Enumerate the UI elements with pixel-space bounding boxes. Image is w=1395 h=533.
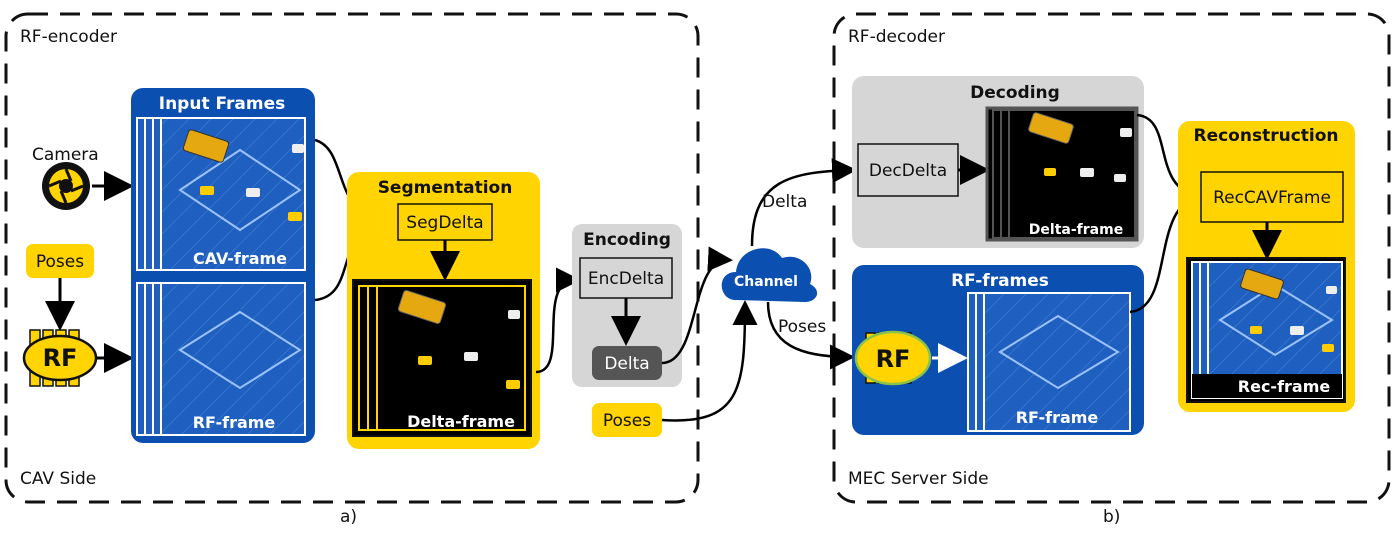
poses-input-label: Poses bbox=[36, 252, 84, 272]
delta-frame-stack-decoder bbox=[985, 106, 1139, 242]
cav-frame-label: CAV-frame bbox=[193, 249, 287, 268]
channel-to-rf-arrow bbox=[766, 301, 855, 370]
poses-output-label: Poses bbox=[603, 411, 651, 431]
decoder-panel-label: b) bbox=[1103, 507, 1120, 527]
encoder-panel bbox=[4, 12, 700, 504]
rf-frame-label-encoder: RF-frame bbox=[193, 413, 276, 432]
delta-frame-label-encoder: Delta-frame bbox=[407, 412, 515, 431]
delta-frame-stack-encoder bbox=[352, 279, 532, 437]
encdelta-label: EncDelta bbox=[588, 269, 664, 289]
channel-cloud-icon bbox=[721, 248, 818, 302]
rf-frame-label-decoder: RF-frame bbox=[1016, 408, 1099, 427]
rf-node-icon bbox=[22, 329, 98, 387]
camera-label: Camera bbox=[32, 145, 99, 165]
channel-label: Channel bbox=[734, 274, 798, 290]
reccavframe-box bbox=[1200, 171, 1344, 223]
segmentation-to-encdelta-arrow bbox=[535, 267, 581, 374]
rf-node-label: RF bbox=[43, 344, 78, 372]
input-frames-title: Input Frames bbox=[159, 94, 286, 114]
segmentation-title: Segmentation bbox=[378, 178, 513, 198]
encoding-title: Encoding bbox=[583, 230, 671, 250]
decoding-title: Decoding bbox=[970, 83, 1060, 103]
reccavframe-label: RecCAVFrame bbox=[1213, 188, 1331, 208]
decdelta-label: DecDelta bbox=[869, 161, 947, 181]
decoder-side-label: MEC Server Side bbox=[848, 469, 989, 489]
rf-frame-stack-encoder bbox=[136, 282, 306, 436]
channel-to-decdelta-arrow bbox=[750, 158, 857, 247]
poses-edge-label: Poses bbox=[778, 317, 826, 337]
delta-output-box bbox=[592, 346, 662, 380]
rec-frame-label: Rec-frame bbox=[1238, 377, 1331, 396]
encoder-title: RF-encoder bbox=[20, 27, 117, 47]
poses-to-channel-arrow bbox=[661, 300, 758, 422]
rf-node-decoder-icon bbox=[854, 330, 932, 386]
segdelta-label: SegDelta bbox=[406, 213, 483, 233]
delta-frame-label-decoder: Delta-frame bbox=[1029, 222, 1123, 238]
rf-node-decoder-label: RF bbox=[876, 345, 911, 373]
encoder-panel-label: a) bbox=[340, 507, 357, 527]
rec-frame-stack bbox=[1186, 257, 1346, 403]
poses-output-box bbox=[592, 403, 662, 437]
reconstruction-title: Reconstruction bbox=[1193, 126, 1338, 146]
delta-output-label: Delta bbox=[604, 354, 649, 374]
rf-frame-stack-decoder bbox=[967, 292, 1131, 432]
poses-input-box bbox=[26, 244, 94, 278]
delta-edge-label: Delta bbox=[762, 192, 807, 212]
rf-frames-title: RF-frames bbox=[951, 271, 1049, 291]
camera-icon bbox=[42, 162, 90, 210]
encoder-side-label: CAV Side bbox=[20, 469, 96, 489]
delta-to-channel-arrow bbox=[661, 246, 733, 365]
segdelta-box bbox=[397, 203, 493, 241]
decoder-title: RF-decoder bbox=[848, 27, 945, 47]
cav-frame-stack bbox=[136, 117, 306, 271]
